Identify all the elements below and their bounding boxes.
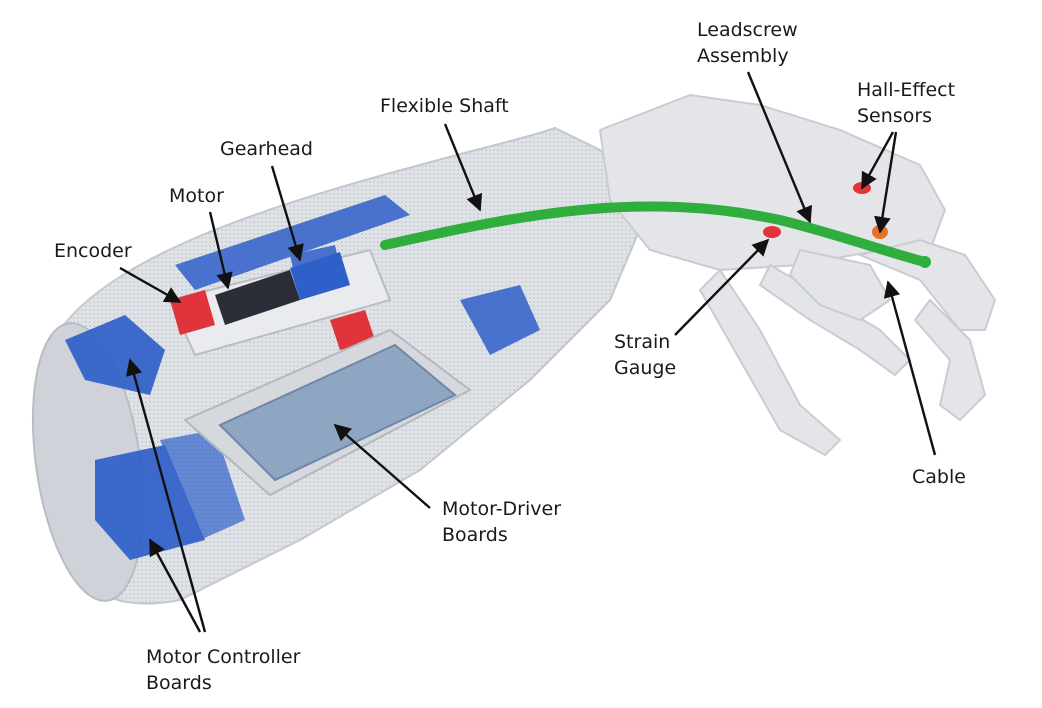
leader-leadscrew — [746, 71, 812, 224]
label-driver-line2: Boards — [442, 524, 508, 546]
label-strain-line2: Gauge — [614, 357, 677, 379]
label-leadscrew-line2: Assembly — [697, 45, 789, 67]
leader-controller-upper — [125, 358, 207, 633]
label-encoder: Encoder — [54, 240, 132, 262]
label-cable: Cable — [912, 466, 966, 488]
leader-lines — [119, 71, 937, 633]
leader-controller-lower — [148, 538, 202, 633]
shaft-tip — [919, 256, 931, 268]
label-flexible-shaft: Flexible Shaft — [380, 95, 509, 117]
label-leadscrew-assembly: Leadscrew Assembly — [697, 17, 798, 69]
leader-cable — [883, 280, 937, 456]
label-gearhead: Gearhead — [220, 138, 313, 160]
leader-strain-gauge — [674, 238, 770, 336]
label-hall-line1: Hall-Effect — [857, 79, 956, 101]
label-driver-line1: Motor-Driver — [442, 498, 562, 520]
label-hall-effect-sensors: Hall-Effect Sensors — [857, 77, 955, 129]
leader-motor-driver — [333, 423, 431, 509]
leader-hall-lower — [874, 131, 898, 234]
flexible-shaft — [380, 201, 930, 267]
label-motor: Motor — [169, 185, 224, 207]
label-motor-driver-boards: Motor-Driver Boards — [442, 496, 561, 548]
leader-gearhead — [270, 165, 304, 262]
leader-motor — [208, 211, 233, 290]
leader-encoder — [119, 266, 182, 304]
strain-gauge-marker — [763, 226, 781, 238]
label-controller-line1: Motor Controller — [146, 646, 301, 668]
label-strain-gauge: Strain Gauge — [614, 329, 676, 381]
hand — [598, 93, 997, 457]
leader-hall-upper — [860, 131, 895, 190]
label-motor-controller-boards: Motor Controller Boards — [146, 644, 300, 696]
label-hall-line2: Sensors — [857, 105, 933, 127]
label-controller-line2: Boards — [146, 672, 212, 694]
motor-assembly — [168, 248, 392, 357]
motor-driver-assembly — [183, 328, 472, 497]
label-leadscrew-line1: Leadscrew — [697, 19, 798, 41]
label-strain-line1: Strain — [614, 331, 671, 353]
leader-flexible-shaft — [443, 123, 483, 212]
